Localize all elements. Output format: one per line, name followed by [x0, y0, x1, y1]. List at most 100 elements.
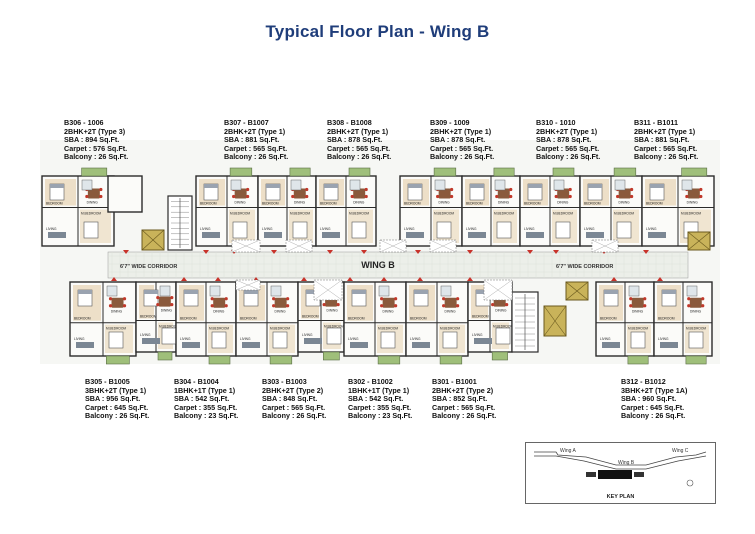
unit-type: 2BHK+2T (Type 2) — [432, 385, 494, 395]
room-label: BEDROOM — [584, 202, 601, 206]
balcony — [157, 351, 173, 361]
chair — [442, 297, 446, 301]
chair — [509, 194, 513, 199]
pillow — [650, 184, 664, 188]
unit-sba: SBA : 960 Sq.Ft. — [621, 394, 677, 404]
sofa — [468, 232, 486, 238]
dining-table — [234, 188, 247, 199]
room-label: M.BEDROOM — [681, 212, 701, 216]
unit-info-b303: B303 - B1003 2BHK+2T (Type 2) SBA : 848 … — [262, 377, 326, 421]
bed — [161, 327, 177, 345]
entry-marker — [643, 250, 649, 254]
room-label: M.BEDROOM — [686, 327, 706, 331]
unit-sba: SBA : 881 Sq.Ft. — [224, 135, 280, 145]
toilet — [378, 285, 390, 297]
key-plan-wing-b: Wing B — [618, 460, 635, 466]
dining-table — [213, 297, 226, 308]
toilet — [290, 179, 302, 191]
room-label: BEDROOM — [320, 202, 337, 206]
unit-balcony: Balcony : 26 Sq.Ft. — [430, 152, 495, 162]
unit-sba: SBA : 956 Sq.Ft. — [85, 394, 141, 404]
balcony — [439, 355, 463, 365]
unit-type: 2BHK+2T (Type 1) — [224, 126, 286, 136]
dining-table — [687, 188, 700, 199]
corridor-label-right: 6'7" WIDE CORRIDOR — [556, 264, 613, 270]
room-label: M.BEDROOM — [324, 325, 344, 329]
unit-balcony: Balcony : 26 Sq.Ft. — [64, 152, 129, 162]
chair — [509, 187, 513, 192]
sofa — [142, 338, 160, 344]
balcony — [613, 167, 637, 177]
entry-marker — [327, 250, 333, 254]
unit-carpet: Carpet : 565 Sq.Ft. — [634, 143, 698, 153]
room-label: DINING — [557, 201, 569, 205]
unit-carpet: Carpet : 565 Sq.Ft. — [536, 143, 600, 153]
entry-marker — [215, 277, 221, 281]
lift-cross — [141, 229, 165, 251]
chair — [350, 194, 354, 199]
bed — [232, 221, 248, 239]
balcony — [229, 167, 253, 177]
toilet — [494, 179, 506, 191]
key-plan-drawing — [534, 451, 707, 487]
chair — [643, 304, 647, 308]
pillow — [50, 184, 64, 188]
chair — [442, 304, 446, 308]
chair — [436, 194, 440, 199]
pillow — [324, 184, 338, 188]
key-plan-title: KEY PLAN — [606, 494, 635, 500]
chair — [629, 304, 633, 308]
room-label: DINING — [687, 201, 699, 205]
balcony — [685, 355, 707, 365]
unit-id: B306 - 1006 — [64, 118, 104, 127]
unit-carpet: Carpet : 645 Sq.Ft. — [621, 402, 685, 412]
key-plan-north-icon — [686, 479, 694, 487]
room-label: BEDROOM — [466, 202, 483, 206]
unit-type: 1BHK+1T (Type 1) — [348, 385, 410, 395]
chair — [232, 194, 236, 199]
balcony — [106, 355, 130, 365]
dining-table — [557, 188, 570, 199]
unit-info-b301: B301 - B1001 2BHK+2T (Type 2) SBA : 852 … — [432, 377, 496, 421]
balcony — [491, 351, 508, 361]
unit-id: B303 - B1003 — [262, 377, 307, 386]
bed — [630, 331, 646, 349]
chair — [156, 303, 160, 307]
entry-marker — [203, 250, 209, 254]
unit-carpet: Carpet : 355 Sq.Ft. — [174, 402, 238, 412]
room-label: LIVING — [410, 337, 421, 341]
toilet — [614, 179, 626, 191]
entry-marker — [527, 250, 533, 254]
bed — [442, 331, 458, 349]
entry-marker — [347, 277, 353, 281]
chair — [246, 194, 250, 199]
shaft-cross — [235, 279, 261, 291]
room-label: LIVING — [302, 333, 313, 337]
unit-sba: SBA : 542 Sq.Ft. — [174, 394, 230, 404]
unit-id: B310 - 1010 — [536, 118, 576, 127]
key-plan-block — [634, 472, 644, 477]
chair — [450, 187, 454, 192]
chair — [99, 187, 103, 192]
room-label: LIVING — [74, 337, 85, 341]
chair — [394, 304, 398, 308]
sofa — [526, 232, 544, 238]
room-label: LIVING — [600, 337, 611, 341]
chair — [699, 194, 703, 199]
chair — [272, 297, 276, 301]
bed — [688, 331, 704, 349]
dining-table — [111, 297, 124, 308]
sofa — [412, 342, 430, 348]
toilet — [230, 179, 242, 191]
room-label: M.BEDROOM — [378, 327, 398, 331]
chair — [85, 194, 89, 199]
unit-sba: SBA : 848 Sq.Ft. — [262, 394, 318, 404]
room-label: M.BEDROOM — [81, 212, 101, 216]
pillow — [78, 290, 92, 294]
unit-info-b304: B304 - B1004 1BHK+1T (Type 1) SBA : 542 … — [174, 377, 238, 421]
room-label: M.BEDROOM — [349, 212, 369, 216]
chair — [456, 304, 460, 308]
balcony — [433, 167, 457, 177]
page-title: Typical Floor Plan - Wing B — [265, 22, 490, 41]
entry-marker — [467, 277, 473, 281]
